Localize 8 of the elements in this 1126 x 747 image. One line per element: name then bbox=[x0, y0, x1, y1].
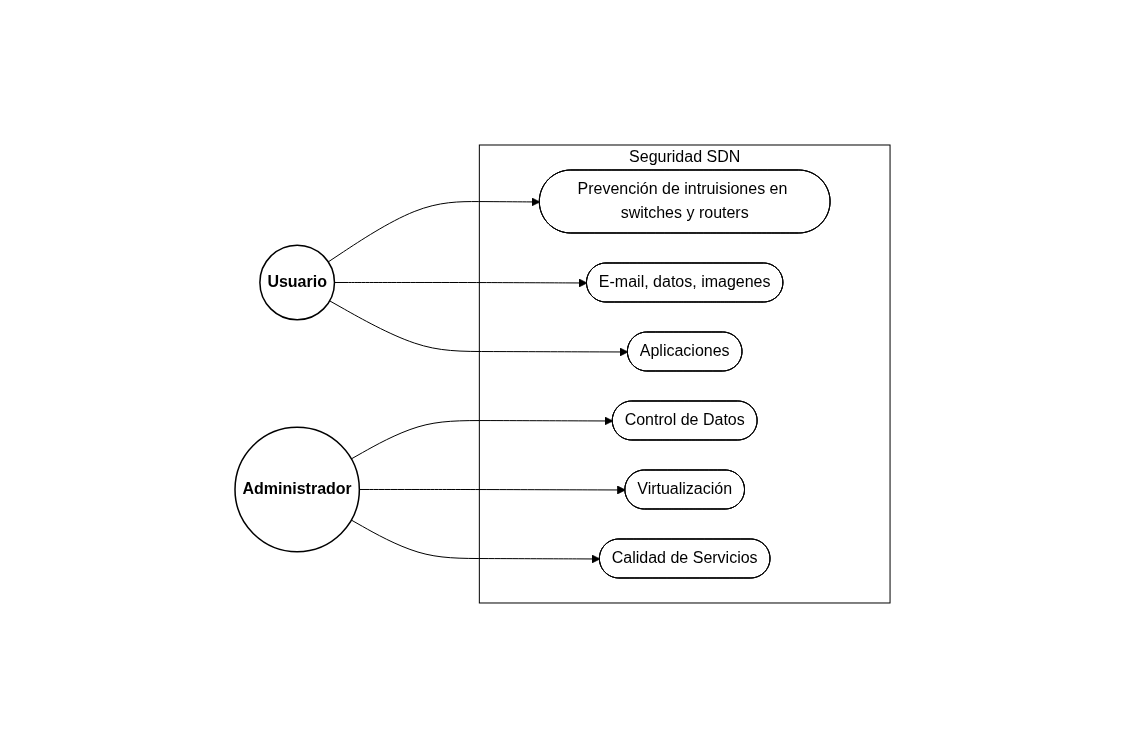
node-circle: Administrador bbox=[234, 426, 361, 552]
arrow bbox=[328, 197, 541, 262]
arrow bbox=[351, 519, 601, 563]
node-circle: Usuario bbox=[259, 243, 336, 321]
arrow bbox=[334, 278, 588, 287]
arrow bbox=[351, 416, 614, 459]
arrow bbox=[329, 299, 629, 356]
arrow bbox=[359, 485, 627, 494]
